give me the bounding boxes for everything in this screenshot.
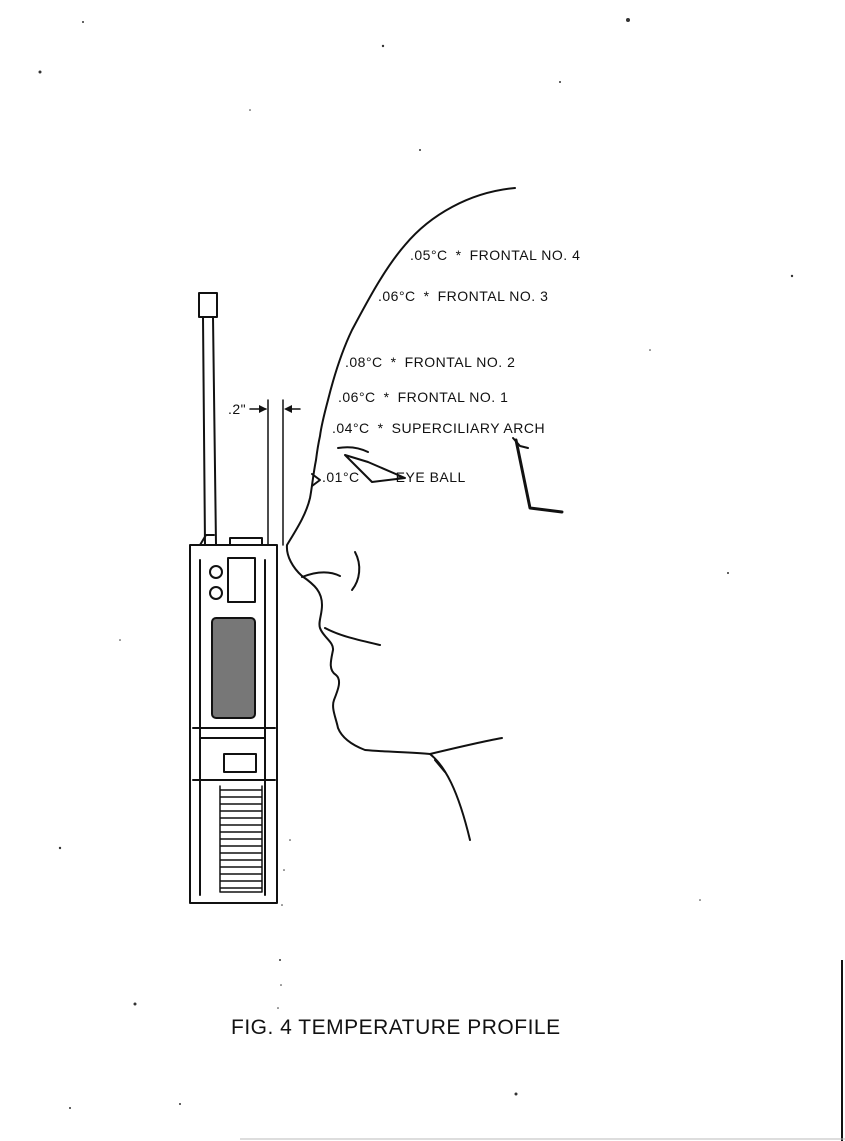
arrow-right-head	[284, 405, 292, 413]
neck-shade	[434, 759, 446, 773]
measurement-location: FRONTAL NO. 3	[438, 288, 549, 304]
measurement-label: .06°C * FRONTAL NO. 3	[378, 288, 548, 304]
measurement-marker: *	[391, 354, 397, 370]
measurement-value: .05°C	[410, 247, 448, 263]
measurement-marker: *	[384, 389, 390, 405]
measurement-marker: *	[424, 288, 430, 304]
battery-line	[192, 727, 276, 739]
measurement-value: .04°C	[332, 420, 370, 436]
spacing-label: .2"	[228, 401, 246, 417]
face-outline	[285, 187, 516, 841]
knob-1	[209, 565, 223, 579]
speaker-grille	[211, 617, 256, 719]
battery-ribs-outline	[219, 785, 263, 893]
top-knob	[229, 537, 263, 546]
measurement-location: FRONTAL NO. 1	[398, 389, 509, 405]
arrow-left-head	[259, 405, 267, 413]
scan-noise	[38, 18, 794, 1109]
eyebrow	[337, 446, 369, 453]
cheek-line	[351, 551, 361, 591]
radio-body	[189, 544, 278, 904]
measurement-value: .06°C	[378, 288, 416, 304]
measurement-label: .01°C EYE BALL	[322, 469, 466, 485]
measurement-value: .01°C	[322, 469, 360, 485]
ear	[514, 438, 564, 514]
measurement-marker: *	[456, 247, 462, 263]
head-profile	[285, 187, 564, 841]
battery-ribs	[220, 789, 262, 889]
ear-top	[512, 437, 529, 449]
measurement-label: .08°C * FRONTAL NO. 2	[345, 354, 515, 370]
measurement-value: .08°C	[345, 354, 383, 370]
walkie-talkie	[189, 292, 278, 904]
measurement-location: FRONTAL NO. 2	[405, 354, 516, 370]
measurement-label: .04°C * SUPERCILIARY ARCH	[332, 420, 545, 436]
measurement-location: EYE BALL	[396, 469, 466, 485]
measurement-marker: *	[378, 420, 384, 436]
battery-window	[223, 753, 257, 773]
measurement-label: .06°C * FRONTAL NO. 1	[338, 389, 508, 405]
figure-caption: FIG. 4 TEMPERATURE PROFILE	[231, 1016, 561, 1039]
lips-line	[324, 627, 381, 646]
measurement-location: FRONTAL NO. 4	[470, 247, 581, 263]
antenna-tip	[198, 292, 218, 318]
eye	[344, 454, 406, 483]
nostril-line	[301, 571, 341, 578]
spacing-dimension	[249, 399, 301, 546]
eye-pointer	[311, 473, 321, 487]
measurement-location: SUPERCILIARY ARCH	[392, 420, 545, 436]
display-window	[227, 557, 256, 603]
knob-2	[209, 586, 223, 600]
measurement-labels: .05°C*FRONTAL NO. 4 .06°C*FRONTAL NO. 3 …	[322, 247, 580, 485]
measurement-label: .05°C * FRONTAL NO. 4	[410, 247, 580, 263]
jaw-line	[429, 737, 503, 755]
measurement-value: .06°C	[338, 389, 376, 405]
antenna	[202, 316, 217, 546]
top-knob-left	[199, 534, 215, 546]
